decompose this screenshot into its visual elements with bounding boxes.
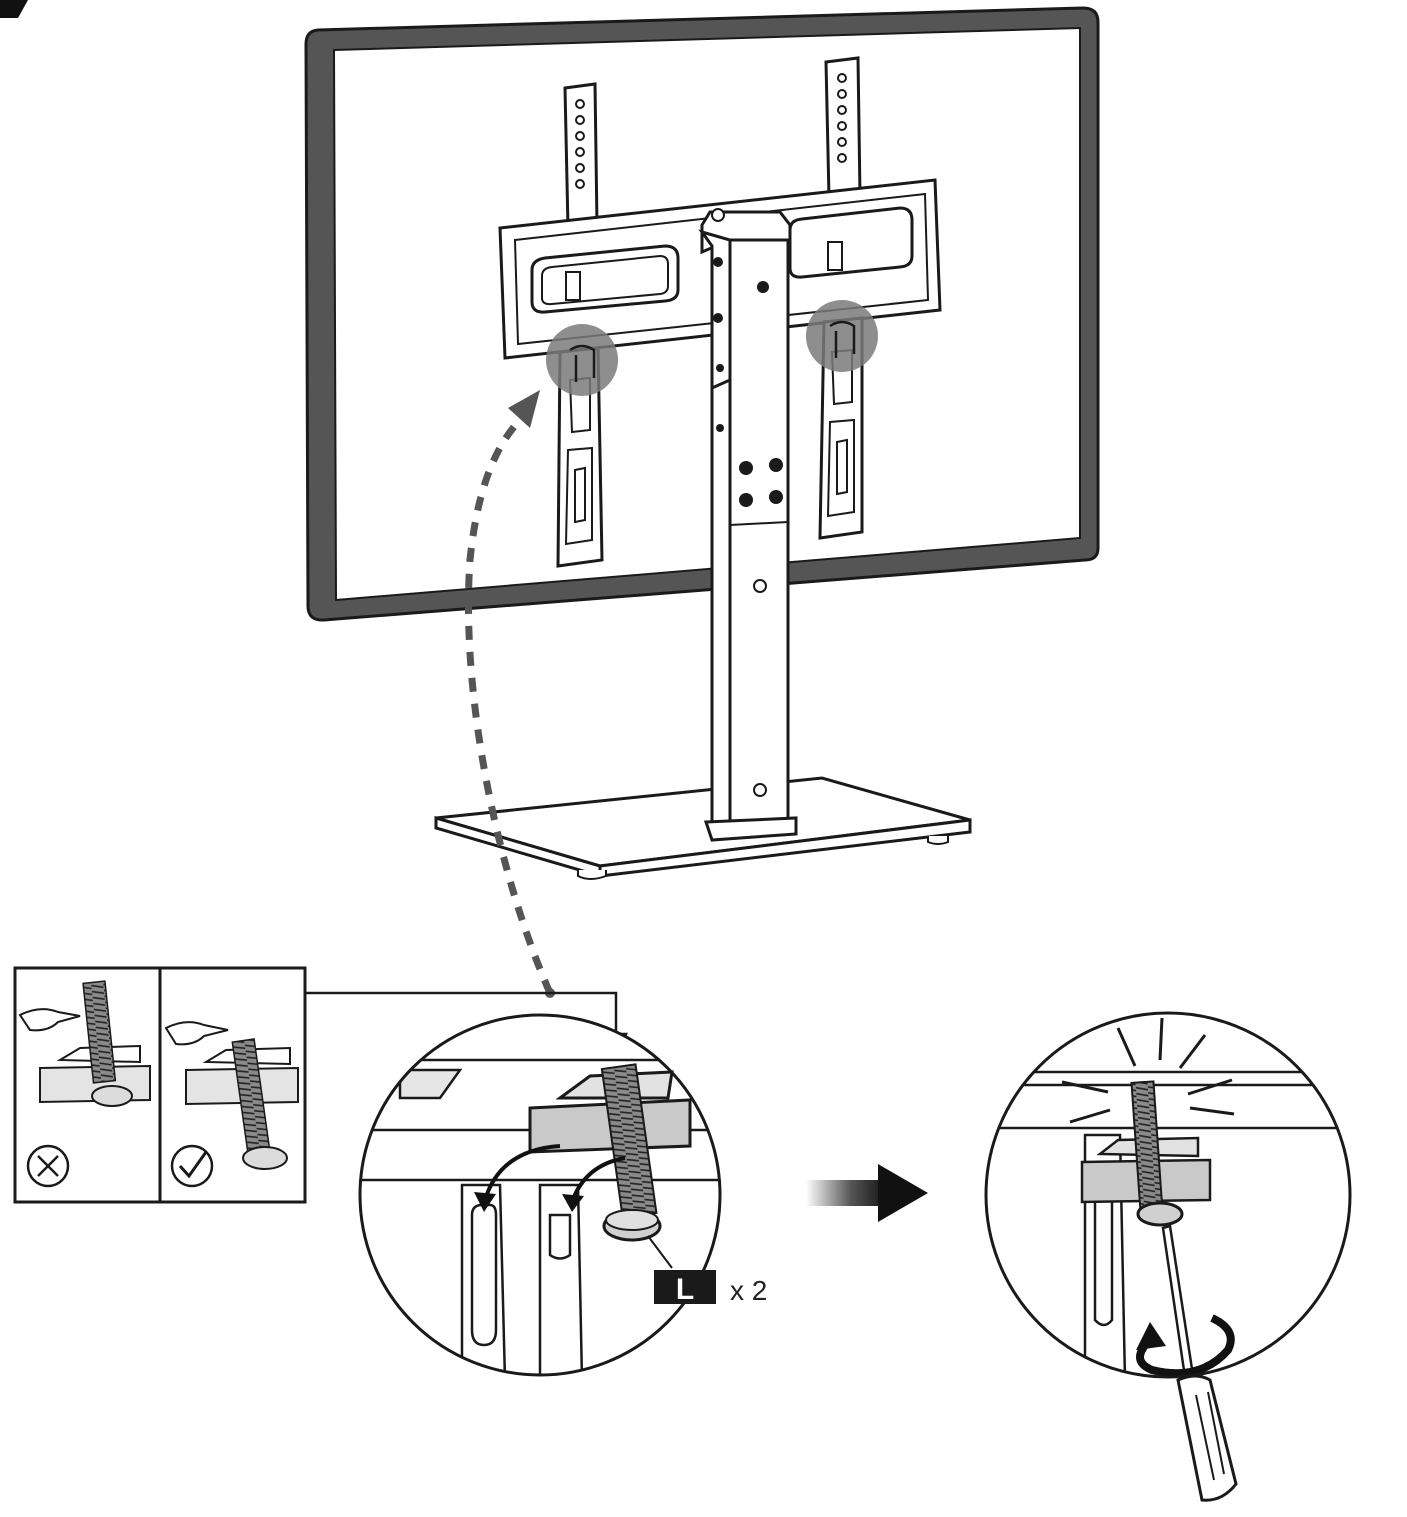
stand-base bbox=[434, 776, 972, 880]
hook-screws bbox=[569, 320, 856, 382]
screwdriver-handle bbox=[1176, 1374, 1238, 1502]
upper-bracket-left bbox=[563, 82, 599, 230]
highlight-right bbox=[806, 300, 878, 372]
comparison-inset bbox=[13, 966, 307, 1204]
part-callout: L x 2 bbox=[654, 1270, 767, 1306]
part-code-box bbox=[654, 1270, 716, 1304]
right-arrow-icon bbox=[806, 1164, 928, 1222]
part-quantity: x 2 bbox=[730, 1275, 767, 1306]
upper-bracket-right bbox=[824, 56, 862, 200]
correct-panel bbox=[164, 1021, 299, 1188]
wrong-panel bbox=[18, 980, 151, 1188]
rotate-arrow-icon bbox=[1136, 1314, 1235, 1378]
detail-insert-screw bbox=[358, 1013, 722, 1377]
detail-tighten-screw bbox=[984, 1011, 1352, 1502]
highlight-left bbox=[546, 324, 618, 396]
corner-mark bbox=[0, 0, 28, 18]
impact-lines bbox=[1061, 1017, 1235, 1124]
part-code: L bbox=[676, 1273, 694, 1306]
stand-column bbox=[698, 208, 798, 842]
